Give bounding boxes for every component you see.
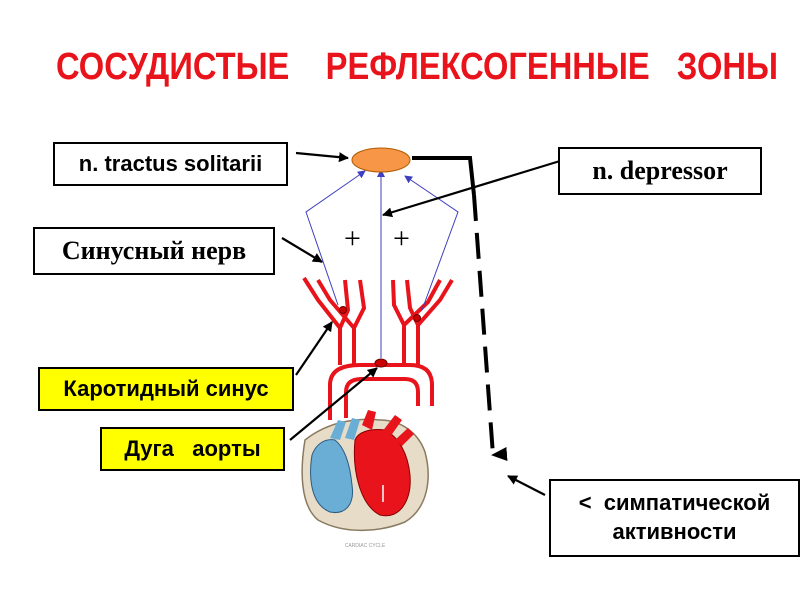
label-nucleus-tractus-solitarii: n. tractus solitarii — [53, 142, 288, 186]
nucleus-tractus-solitarii — [351, 147, 411, 173]
label-sympathetic-activity: < симпатической активности — [549, 479, 800, 557]
heart-caption: CARDIAC CYCLE — [345, 543, 386, 549]
carotid-sinus-receptor-left — [339, 306, 347, 314]
aortic-receptor — [374, 358, 388, 368]
carotid-arteries — [302, 276, 454, 365]
carotid-sinus-receptor-right — [413, 314, 421, 322]
aortic-arch — [328, 363, 434, 420]
afferent-nerves — [305, 169, 459, 358]
page-title: СОСУДИСТЫЕ РЕФЛЕКСОГЕННЫЕ ЗОНЫ — [56, 46, 778, 88]
label-aortic-arch: Дуга аорты — [100, 427, 285, 471]
plus-sign-left: + — [344, 222, 361, 255]
pointer-arrows — [281, 151, 561, 496]
label-depressor-nerve: n. depressor — [558, 147, 762, 195]
sympathetic-line-1: < симпатической — [578, 490, 771, 516]
plus-sign-right: + — [393, 222, 410, 255]
efferent-pathway — [412, 156, 508, 461]
label-carotid-sinus: Каротидный синус — [38, 367, 294, 411]
sympathetic-line-2: активности — [612, 519, 737, 544]
label-sinus-nerve: Синусный нерв — [33, 227, 275, 275]
heart-illustration — [301, 410, 429, 532]
